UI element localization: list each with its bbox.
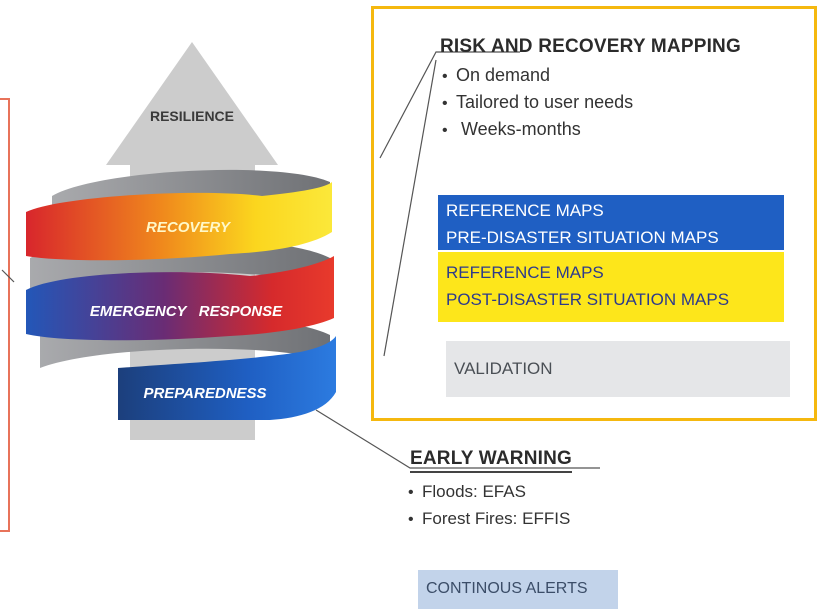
list-item: Floods: EFAS xyxy=(408,478,570,505)
early-warning-bullets: Floods: EFAS Forest Fires: EFFIS xyxy=(408,478,570,532)
pre-disaster-band: REFERENCE MAPS PRE-DISASTER SITUATION MA… xyxy=(438,195,784,250)
preparedness-label: PREPAREDNESS xyxy=(143,385,266,402)
band-line: REFERENCE MAPS xyxy=(446,201,604,220)
emergency-response-ring xyxy=(26,256,334,341)
preparedness-ring xyxy=(118,336,336,420)
risk-mapping-heading: RISK AND RECOVERY MAPPING xyxy=(440,36,741,57)
risk-recovery-box xyxy=(371,6,817,421)
leader-lines xyxy=(1,51,600,469)
list-item: Weeks-months xyxy=(442,116,633,143)
list-item: Tailored to user needs xyxy=(442,89,633,116)
band-line: POST-DISASTER SITUATION MAPS xyxy=(446,290,730,309)
post-disaster-band: REFERENCE MAPS POST-DISASTER SITUATION M… xyxy=(438,252,784,322)
list-item: On demand xyxy=(442,62,633,89)
resilience-label: RESILIENCE xyxy=(150,108,234,124)
band-line: REFERENCE MAPS xyxy=(446,263,604,282)
validation-band: VALIDATION xyxy=(446,341,790,397)
recovery-ring xyxy=(26,182,332,261)
emergency-response-label: EMERGENCY RESPONSE xyxy=(90,303,283,320)
continuous-alerts-badge: CONTINOUS ALERTS xyxy=(418,570,618,609)
left-frame xyxy=(0,98,10,532)
recovery-label: RECOVERY xyxy=(146,219,232,236)
list-item: Forest Fires: EFFIS xyxy=(408,505,570,532)
early-warning-heading: EARLY WARNING xyxy=(410,448,573,473)
risk-mapping-bullets: On demand Tailored to user needs Weeks-m… xyxy=(442,62,633,143)
band-line: PRE-DISASTER SITUATION MAPS xyxy=(446,228,719,247)
